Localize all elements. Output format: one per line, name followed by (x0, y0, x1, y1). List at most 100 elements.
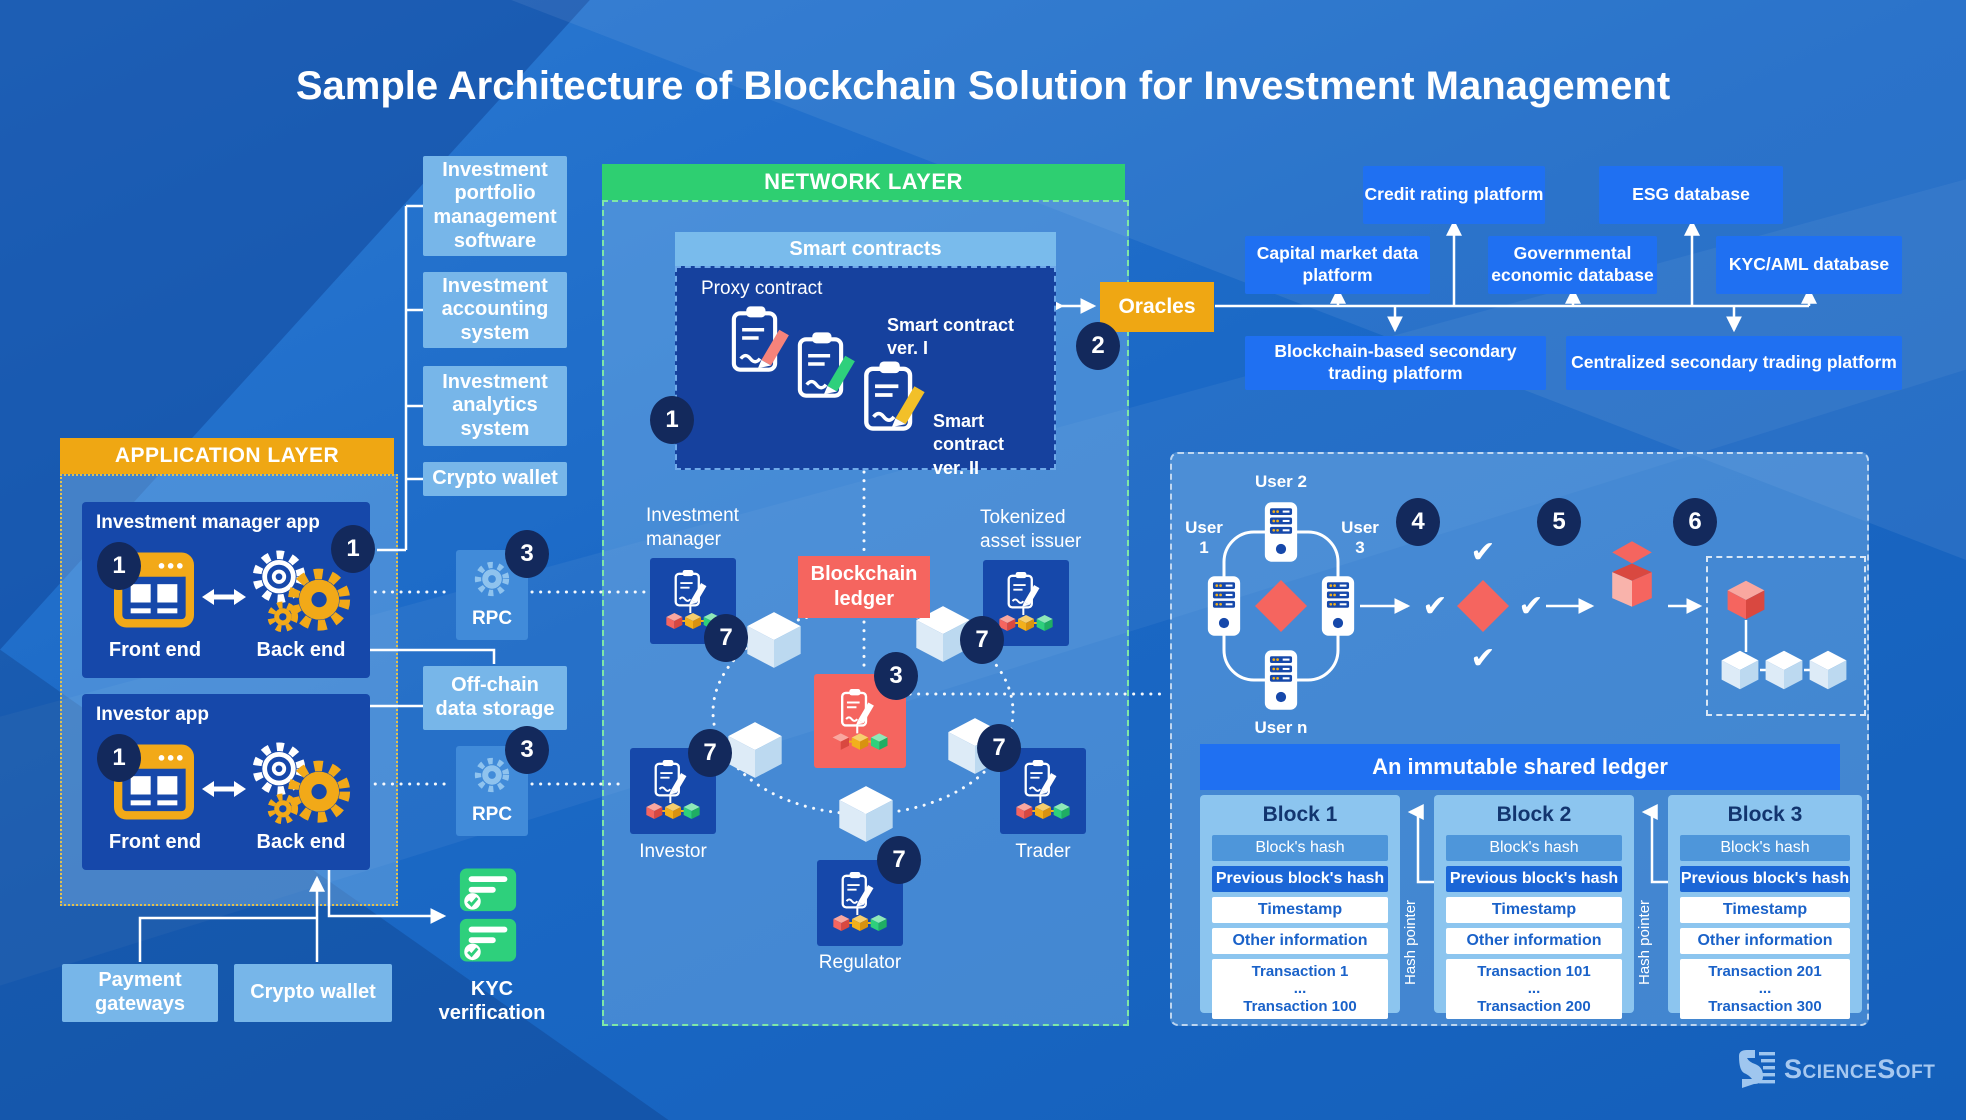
swap-arrow-icon (200, 584, 248, 610)
smart-contract-v2-label: Smart contract ver. II (933, 411, 1005, 478)
server-icon (1207, 574, 1241, 638)
source-label: ESG database (1632, 184, 1750, 205)
tx-first: Transaction 201 (1708, 963, 1822, 980)
step-badge-1: 1 (97, 734, 141, 782)
actor-label-investor: Investor (639, 841, 707, 862)
platform-blockchain-secondary: Blockchain-based secondary trading platf… (1245, 336, 1546, 390)
actor-icon (827, 686, 893, 756)
actor-icon (828, 869, 892, 937)
system-accounting: Investment accounting system (423, 272, 567, 348)
step-badge-1: 1 (331, 525, 375, 573)
step-badge-2: 2 (1076, 322, 1120, 370)
block-name: Block 1 (1262, 803, 1338, 826)
smart-contract-v1-label: Smart contract ver. I (887, 315, 1015, 359)
system-portfolio-management: Investment portfolio management software (423, 156, 567, 256)
system-label: Investment analytics system (442, 370, 548, 440)
crypto-wallet-label: Crypto wallet (250, 981, 376, 1004)
step-badge-3: 3 (505, 530, 549, 578)
prev-hash-row: Previous block's hash (1212, 866, 1388, 892)
step-badge-1: 1 (97, 542, 141, 590)
check-icon: ✔ (1470, 536, 1496, 569)
tx-dots: ... (1527, 980, 1541, 998)
block-hash-row: Block's hash (1212, 835, 1388, 861)
platform-label: Centralized secondary trading platform (1571, 352, 1897, 373)
step-badge-7: 7 (704, 614, 748, 662)
actor-icon (1011, 757, 1075, 825)
app-title: Investor app (96, 704, 209, 725)
platform-label: Blockchain-based secondary trading platf… (1274, 341, 1517, 383)
kyc-verification-icon (456, 866, 520, 964)
step-badge-7: 7 (977, 724, 1021, 772)
front-end-label: Front end (108, 830, 202, 853)
actor-icon (994, 569, 1058, 637)
system-analytics: Investment analytics system (423, 366, 567, 446)
rpc-label: RPC (471, 608, 513, 629)
server-icon (1264, 648, 1298, 712)
step-badge-3: 3 (874, 652, 918, 700)
user-3-line: 3 (1355, 538, 1365, 558)
rpc-node: RPC (456, 550, 528, 640)
user-2-label: User 2 (1255, 472, 1307, 491)
hash-pointer-label: Hash pointer (1636, 899, 1653, 985)
network-layer-header: NETWORK LAYER (602, 164, 1125, 200)
check-icon: ✔ (1422, 590, 1448, 623)
transactions-row: Transaction 201 ... Transaction 300 (1680, 959, 1850, 1020)
source-governmental-database: Governmental economic database (1488, 236, 1657, 294)
proxy-contract-label: Proxy contract (701, 278, 823, 299)
tx-first: Transaction 1 (1251, 963, 1349, 980)
block-forming-icon (1601, 540, 1663, 608)
step-badge-7: 7 (688, 729, 732, 777)
investor-app-card: Investor app Front end Back end (82, 694, 370, 870)
back-end-label: Back end (256, 638, 346, 661)
step-badge-4: 4 (1396, 498, 1440, 546)
brand-name: ScienceSoft (1784, 1054, 1936, 1084)
check-icon: ✔ (1470, 642, 1496, 675)
step-badge-1: 1 (650, 396, 694, 444)
hash-pointer-label: Hash pointer (1402, 899, 1419, 985)
block-name: Block 2 (1496, 803, 1572, 826)
smart-contract-v2-icon (859, 354, 929, 436)
platform-centralized-secondary: Centralized secondary trading platform (1566, 336, 1902, 390)
application-layer-header: APPLICATION LAYER (60, 438, 394, 474)
off-chain-storage-label: Off-chain data storage (435, 674, 555, 720)
step-badge-7: 7 (877, 836, 921, 884)
source-label: KYC/AML database (1728, 254, 1890, 275)
block-1: Block 1 Block's hash Previous block's ha… (1200, 795, 1400, 1020)
other-info-row: Other information (1446, 928, 1622, 954)
source-kyc-aml-database: KYC/AML database (1716, 236, 1902, 294)
server-icon (1264, 500, 1298, 564)
blockchain-ledger-label: Blockchain ledger (798, 556, 930, 618)
step-badge-5: 5 (1537, 498, 1581, 546)
timestamp-row: Timestamp (1212, 897, 1388, 923)
timestamp-row: Timestamp (1680, 897, 1850, 923)
investment-manager-app-card: Investment manager app Front end Back en… (82, 502, 370, 678)
source-capital-market: Capital market data platform (1245, 236, 1430, 294)
block-hash-row: Block's hash (1446, 835, 1622, 861)
back-end-label: Back end (256, 830, 346, 853)
tx-dots: ... (1293, 980, 1307, 998)
server-icon (1321, 574, 1355, 638)
block-name: Block 3 (1727, 803, 1803, 826)
system-label: Investment accounting system (441, 274, 549, 344)
block-2: Block 2 Block's hash Previous block's ha… (1434, 795, 1634, 1020)
source-label: Capital market data platform (1256, 243, 1419, 285)
actor-label-tokenized-asset-issuer: Tokenized asset issuer (980, 507, 1082, 552)
other-info-row: Other information (1212, 928, 1388, 954)
rpc-label: RPC (471, 804, 513, 825)
user-1-label: User 1 (1184, 518, 1224, 559)
new-block-dotted-box (1706, 556, 1866, 716)
swap-arrow-icon (200, 776, 248, 802)
source-label: Credit rating platform (1364, 184, 1544, 205)
app-title: Investment manager app (96, 512, 320, 533)
kyc-verification-label: KYC verification (438, 978, 546, 1024)
off-chain-storage-box: Off-chain data storage (423, 666, 567, 730)
system-label: Crypto wallet (432, 467, 558, 490)
tx-dots: ... (1758, 980, 1772, 998)
transactions-row: Transaction 1 ... Transaction 100 (1212, 959, 1388, 1020)
sciencesoft-logo-icon (1737, 1048, 1777, 1090)
user-1-line: User (1185, 518, 1223, 537)
crypto-wallet-box: Crypto wallet (234, 964, 392, 1022)
system-crypto-wallet: Crypto wallet (423, 462, 567, 496)
actor-label-investment-manager: Investment manager (646, 505, 739, 550)
